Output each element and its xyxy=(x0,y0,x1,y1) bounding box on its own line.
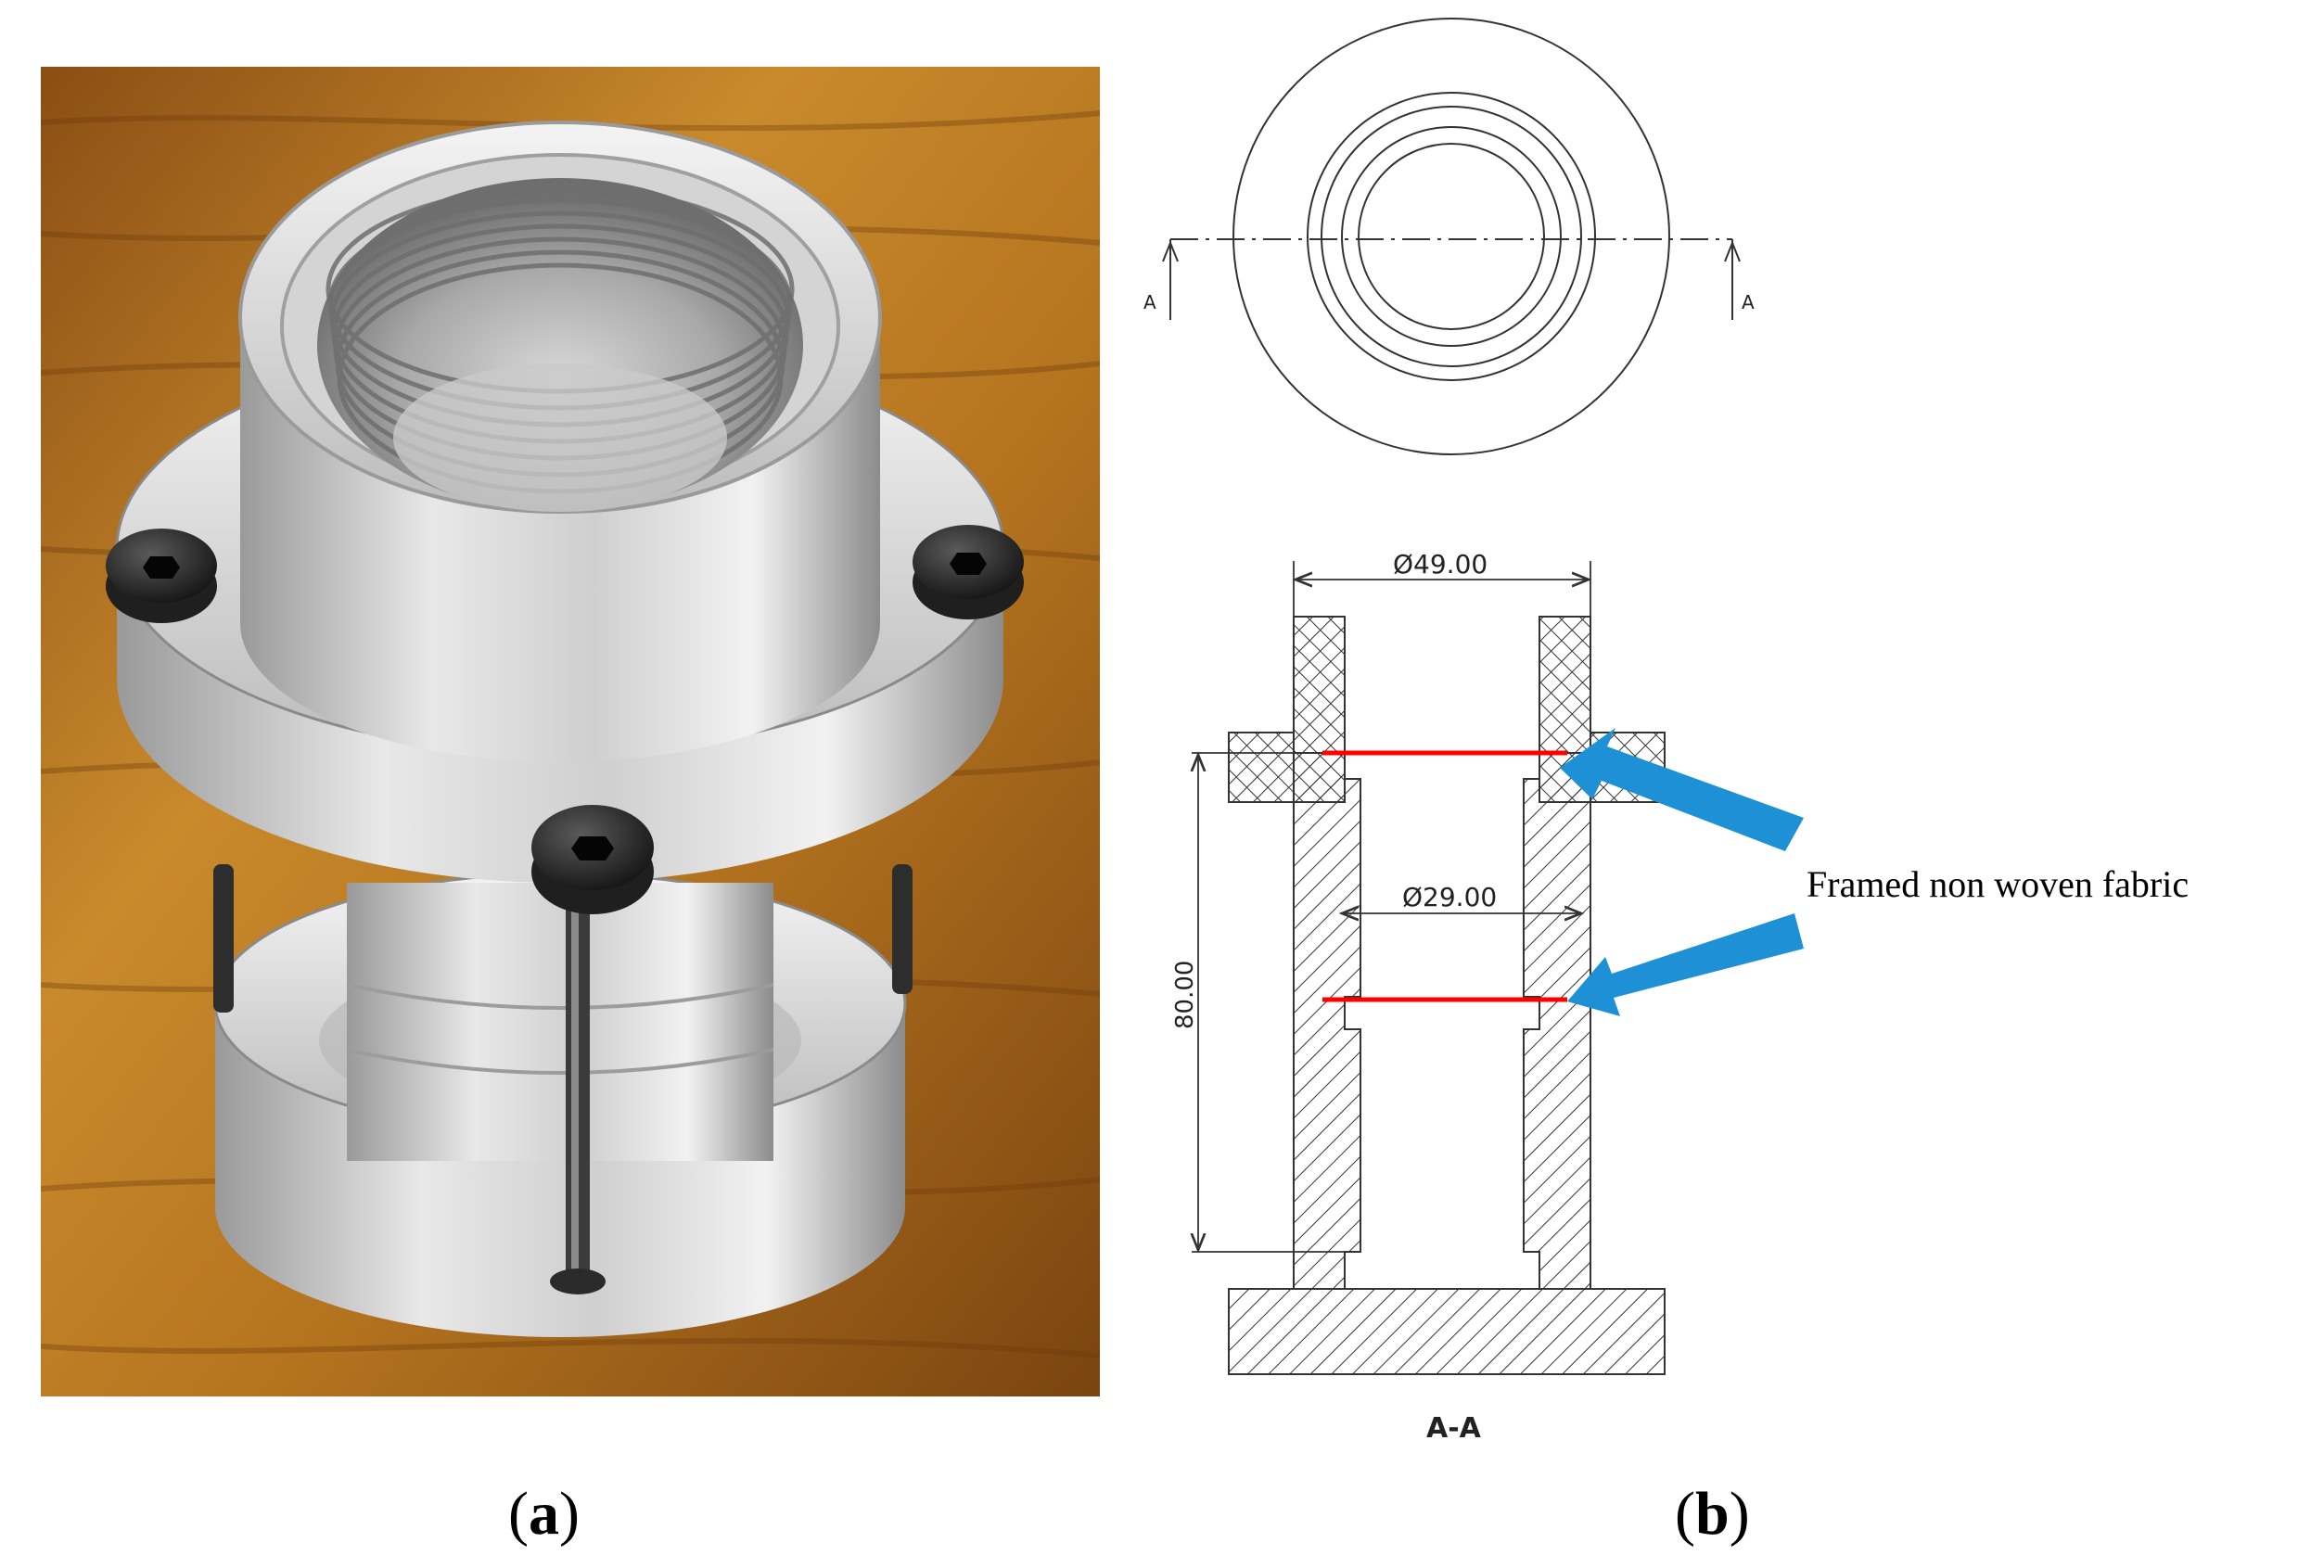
annotation-framed-fabric: Framed non woven fabric xyxy=(1807,863,2189,905)
photo-filter-holder xyxy=(41,67,1100,1396)
section-base-plate xyxy=(1228,1288,1666,1375)
caption-panel-a: (a) xyxy=(508,1479,580,1549)
section-mark-left: A xyxy=(1143,291,1156,313)
dimension-height xyxy=(1192,753,1345,1252)
caption-b-close: ) xyxy=(1729,1480,1750,1548)
section-top-ring-right xyxy=(1539,616,1591,754)
section-label: A-A xyxy=(1426,1412,1482,1445)
caption-b-open: ( xyxy=(1675,1480,1695,1548)
caption-a-close: ) xyxy=(558,1480,580,1548)
dimension-outer-diameter xyxy=(1294,561,1590,617)
caption-b-letter: b xyxy=(1694,1480,1730,1548)
section-arrow-left xyxy=(1162,239,1179,320)
caption-a-open: ( xyxy=(508,1480,529,1548)
arrow-icon-upper xyxy=(1560,728,1804,851)
dim-height-label: 80.00 xyxy=(1171,961,1199,1029)
threaded-bore xyxy=(317,178,803,512)
tie-rods xyxy=(213,864,913,1294)
dim-inner-diameter-label: Ø29.00 xyxy=(1402,882,1497,912)
cap-screw-left xyxy=(106,529,217,623)
caption-a-letter: a xyxy=(528,1480,559,1548)
dim-outer-diameter-label: Ø49.00 xyxy=(1393,549,1488,580)
section-arrow-right xyxy=(1724,239,1741,320)
cap-screw-front xyxy=(531,805,654,914)
arrow-icon-lower xyxy=(1567,913,1804,1016)
section-left-wall xyxy=(1293,752,1361,1290)
section-top-ring-left xyxy=(1293,616,1346,754)
caption-panel-b: (b) xyxy=(1675,1479,1750,1549)
section-right-wall xyxy=(1523,752,1591,1290)
section-mark-right: A xyxy=(1742,291,1755,313)
technical-drawing: A A Ø49.00 Ø29.00 80.00 Framed non woven… xyxy=(1143,18,2189,1445)
cap-screw-right xyxy=(913,525,1024,619)
top-view xyxy=(1232,18,1670,455)
middle-body xyxy=(347,883,773,1161)
